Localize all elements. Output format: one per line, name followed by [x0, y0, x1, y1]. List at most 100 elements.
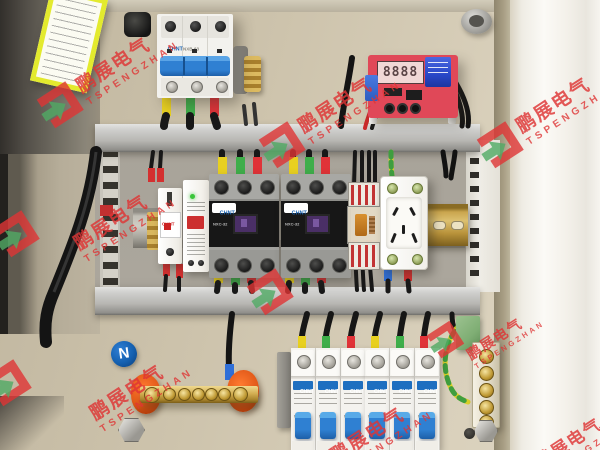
- terminal-screw: [165, 21, 176, 32]
- terminal-screw: [166, 248, 174, 256]
- socket-screw: [412, 254, 423, 265]
- ground-screw: [479, 349, 494, 364]
- socket-hole: [390, 232, 397, 244]
- state-window: [192, 49, 197, 53]
- cable-gland: [124, 12, 151, 37]
- terminal-screw: [332, 180, 347, 195]
- push-button: [384, 103, 395, 114]
- cabinet-top-flange: [100, 0, 500, 12]
- breaker-toggle-handle: [295, 412, 311, 439]
- state-window: [167, 49, 172, 53]
- label-lines: [294, 393, 312, 407]
- module-text-lines: [187, 202, 205, 212]
- breaker-bottom: [416, 441, 438, 450]
- terminal-screw: [321, 355, 336, 369]
- relay-terminal-bottom: [348, 242, 380, 270]
- mounting-bolt: [118, 418, 145, 442]
- socket-hole: [411, 232, 418, 244]
- branch-breaker-3: CHNT NXB-63: [340, 348, 366, 450]
- busbar-screw: [218, 388, 231, 401]
- din-rail-slot: [451, 221, 464, 230]
- terminal-screw: [214, 180, 229, 195]
- terminal-screw: [166, 81, 178, 93]
- terminal-screw: [260, 258, 275, 273]
- contactor-1: CHNT NXC-32: [209, 174, 279, 278]
- terminal-screw: [396, 355, 411, 369]
- socket-screw: [387, 254, 398, 265]
- terminal-screw: [260, 180, 275, 195]
- terminal-screw: [309, 180, 324, 195]
- branch-breaker-4: CHNT NXB-63: [365, 348, 391, 450]
- model-label: NXB-63: [183, 47, 200, 52]
- model-label: NXC-32: [285, 221, 300, 227]
- contactor-2: CHNT NXC-32: [281, 174, 351, 278]
- terminal-screw: [371, 355, 386, 369]
- pcb-standoff: [448, 114, 456, 124]
- main-breaker-output-wires: [160, 98, 258, 130]
- seven-segment-display: 8888: [377, 61, 424, 84]
- model-label: NXC-32: [213, 221, 228, 227]
- plug-in-relay: [347, 206, 381, 244]
- breaker-toggle-handle: [419, 412, 435, 439]
- busbar-screw: [205, 388, 218, 401]
- relay-module: [425, 57, 451, 87]
- socket-hole: [392, 206, 399, 217]
- brass-gland: [244, 56, 261, 92]
- power-led: [190, 194, 195, 199]
- busbar-screw: [163, 388, 176, 401]
- busbar-nut: [233, 387, 248, 402]
- state-indicator-window: [233, 214, 258, 234]
- label-lines: [368, 393, 387, 407]
- breaker-bottom: [366, 441, 389, 450]
- relay-coil: [355, 214, 367, 236]
- fuse-lever: [167, 192, 172, 206]
- din-end-stop: [277, 352, 291, 428]
- module-text-lines: [187, 234, 205, 256]
- cabinet-door-panel: [510, 0, 600, 450]
- brand-label: CHNT: [167, 46, 183, 52]
- brand-label: CHNT: [212, 203, 236, 216]
- ground-screw: [479, 366, 494, 381]
- relay-text-lines: [428, 62, 448, 76]
- terminal-screw: [190, 21, 201, 32]
- fuse-label: CHNT: [160, 212, 181, 238]
- breaker-bottom: [391, 441, 414, 450]
- socket-screw: [412, 183, 423, 194]
- terminal-screw: [237, 180, 252, 195]
- brand-band: CHNT: [317, 381, 339, 394]
- seam: [390, 376, 415, 379]
- breaker-bottom: [292, 441, 314, 450]
- breaker-toggle-handle: [344, 412, 361, 439]
- busbar-nut: [144, 387, 160, 403]
- duct-right-slots: [470, 158, 479, 284]
- door-edge-strip: [494, 0, 510, 450]
- cap-center: [469, 15, 484, 27]
- breaker-toggle-handle: [369, 412, 386, 439]
- busbar-screw: [178, 388, 191, 401]
- socket-screw: [387, 183, 398, 194]
- branch-breaker-5: CHNT NXB-63: [390, 348, 416, 450]
- terminal-screw: [346, 355, 361, 369]
- terminal-screw: [214, 258, 229, 273]
- ic-chip: [384, 88, 402, 96]
- breaker-toggle-handle: [394, 412, 411, 439]
- ground-terminal-strip: [472, 342, 500, 430]
- terminal-screw: [297, 355, 311, 369]
- terminal-screw: [198, 260, 204, 266]
- label-lines: [418, 393, 436, 407]
- ground-screw: [479, 400, 494, 415]
- terminal-screw: [191, 81, 203, 93]
- timer-relay-board: 8888: [365, 55, 458, 118]
- ground-screw: [479, 383, 494, 398]
- terminal-stripes: [351, 185, 377, 205]
- branch-breaker-1: CHNT NXB-63: [291, 348, 316, 450]
- push-button: [410, 103, 421, 114]
- terminal-screw: [332, 258, 347, 273]
- red-label: [187, 216, 204, 229]
- relay-contacts: [369, 216, 375, 234]
- ic-chip: [406, 90, 422, 100]
- indicator-slit: [313, 219, 319, 227]
- busbar-screw: [192, 388, 205, 401]
- breaker-bottom: [341, 441, 364, 450]
- seam: [415, 376, 439, 379]
